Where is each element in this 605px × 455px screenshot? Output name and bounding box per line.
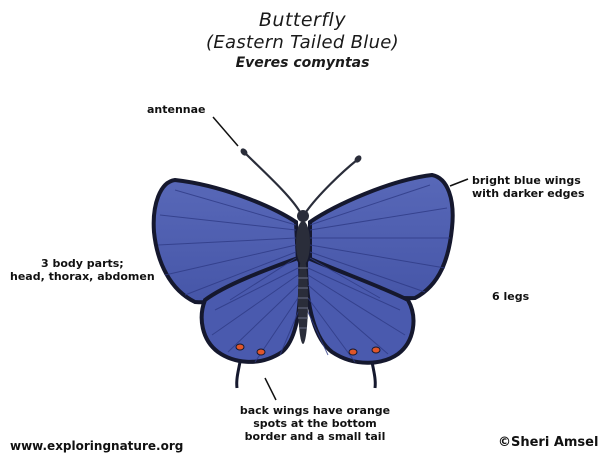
back-wings-pointer bbox=[265, 378, 276, 400]
body-label-line2: head, thorax, abdomen bbox=[10, 270, 155, 283]
back-label-line1: back wings have orange bbox=[235, 404, 395, 417]
antennae-label: antennae bbox=[147, 103, 206, 116]
body-parts-label: 3 body parts; head, thorax, abdomen bbox=[10, 257, 155, 283]
left-tail bbox=[237, 362, 240, 388]
legs-label: 6 legs bbox=[492, 290, 529, 303]
copyright-credit: ©Sheri Amsel bbox=[498, 436, 598, 449]
wings-label: bright blue wings with darker edges bbox=[472, 174, 585, 200]
website-credit: www.exploringnature.org bbox=[10, 440, 183, 453]
back-label-line2: spots at the bottom bbox=[235, 417, 395, 430]
antennae-pointer bbox=[213, 117, 238, 146]
wings-label-line2: with darker edges bbox=[472, 187, 585, 200]
wings-pointer bbox=[450, 179, 468, 186]
right-tail bbox=[372, 362, 375, 388]
back-label-line3: border and a small tail bbox=[235, 430, 395, 443]
back-wings-label: back wings have orange spots at the bott… bbox=[235, 404, 395, 443]
body-label-line1: 3 body parts; bbox=[10, 257, 155, 270]
wings-label-line1: bright blue wings bbox=[472, 174, 585, 187]
